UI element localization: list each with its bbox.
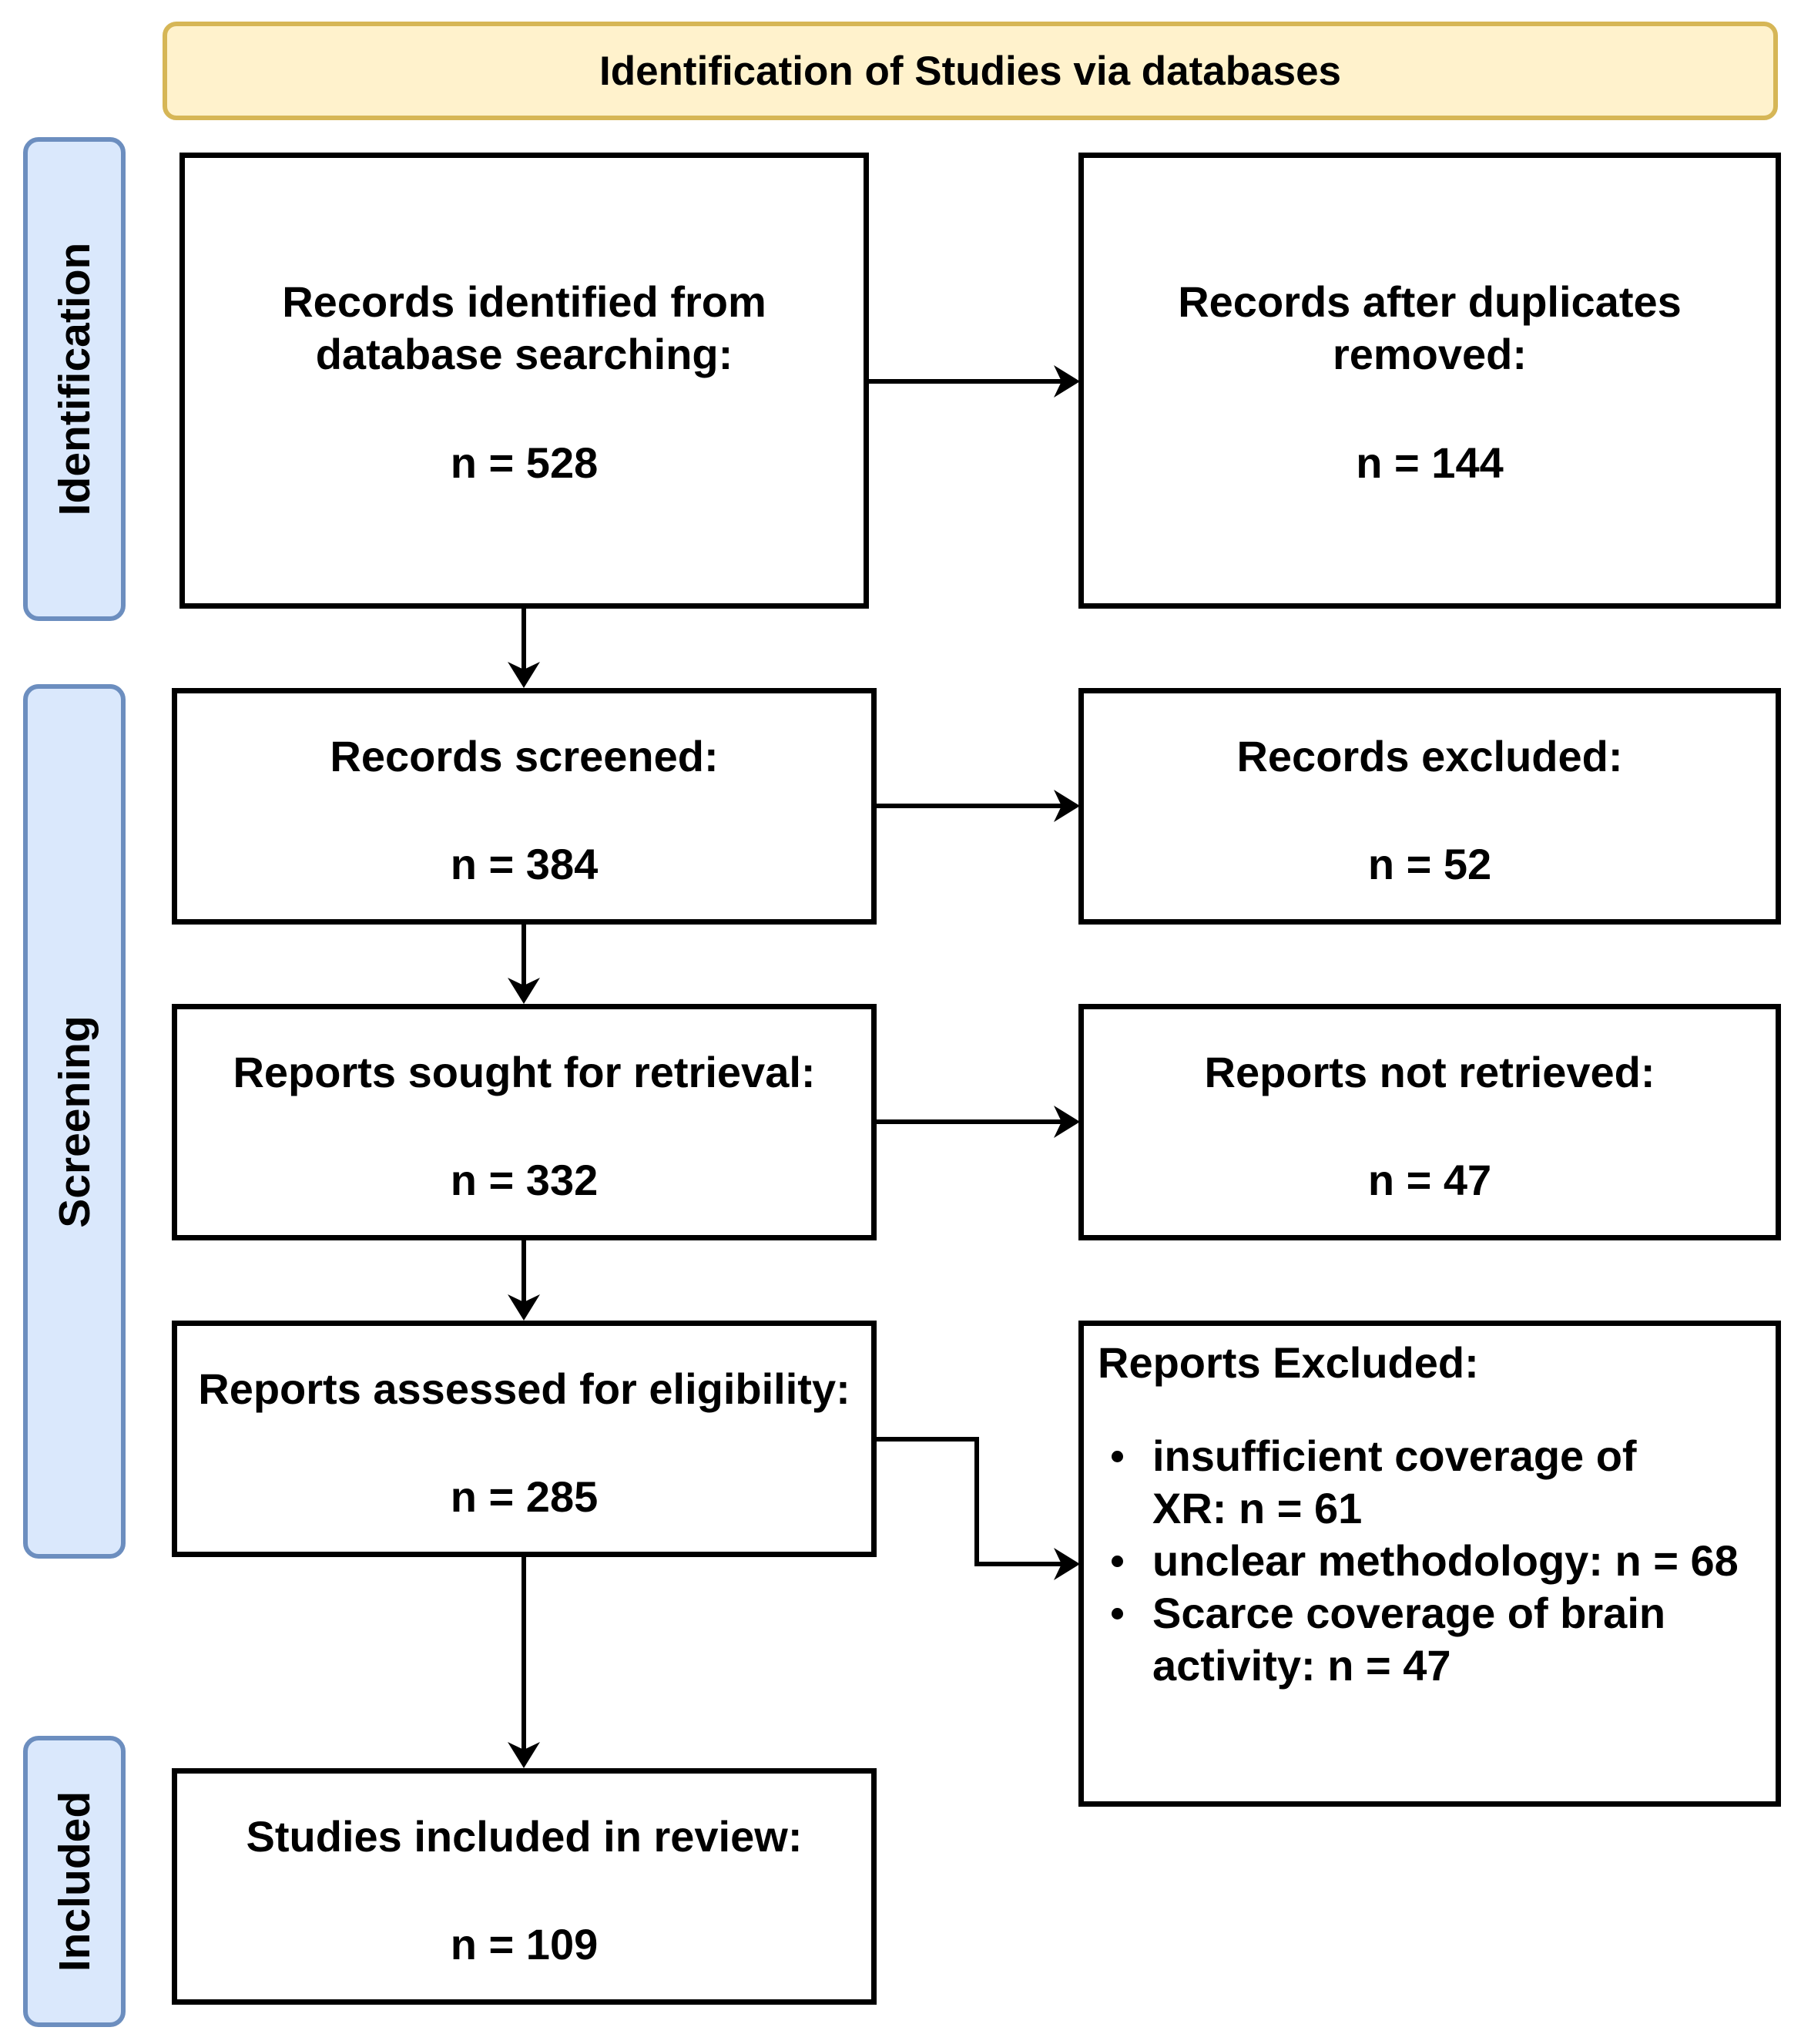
- arrowhead: [1054, 790, 1080, 822]
- records-screened-box: Records screened: n = 384: [172, 688, 877, 925]
- arrowhead: [1054, 365, 1080, 398]
- records-excluded-count: n = 52: [1367, 840, 1492, 888]
- arrowhead: [508, 1742, 540, 1768]
- arrowhead: [1054, 1548, 1080, 1580]
- phase-included: Included: [23, 1736, 126, 2027]
- exclusion-reason-line-2: activity: n = 47: [1152, 1641, 1451, 1690]
- exclusion-reason: insufficient coverage of XR: n = 61: [1112, 1430, 1739, 1535]
- records-after-duplicates-box: Records after duplicates removed: n = 14…: [1078, 153, 1781, 609]
- reports-not-retrieved-label: Reports not retrieved:: [1204, 1048, 1655, 1096]
- exclusion-reason: unclear methodology: n = 68: [1112, 1535, 1739, 1587]
- arrow-assessed-to-reports-excluded: [877, 1437, 1076, 1566]
- bullet-icon: [1112, 1556, 1123, 1567]
- reports-not-retrieved-count: n = 47: [1367, 1156, 1492, 1204]
- reports-sought-box: Reports sought for retrieval: n = 332: [172, 1004, 877, 1240]
- exclusion-reasons-list: insufficient coverage of XR: n = 61 uncl…: [1084, 1430, 1739, 1692]
- exclusion-reason-line-1: insufficient coverage of: [1152, 1431, 1637, 1480]
- records-after-duplicates-label-2: removed:: [1332, 330, 1528, 378]
- arrowhead: [1054, 1106, 1080, 1138]
- arrowhead: [508, 978, 540, 1004]
- exclusion-reason-line-1: unclear methodology: n = 68: [1152, 1536, 1739, 1585]
- arrowhead: [508, 662, 540, 688]
- bullet-icon: [1112, 1608, 1123, 1619]
- records-identified-count: n = 528: [450, 438, 599, 487]
- exclusion-reason-line-1: Scarce coverage of brain: [1152, 1589, 1666, 1637]
- records-excluded-box: Records excluded: n = 52: [1078, 688, 1781, 925]
- records-after-duplicates-count: n = 144: [1356, 438, 1504, 487]
- reports-not-retrieved-box: Reports not retrieved: n = 47: [1078, 1004, 1781, 1240]
- exclusion-reason-line-2: XR: n = 61: [1152, 1484, 1363, 1532]
- records-identified-label-1: Records identified from: [282, 277, 766, 326]
- studies-included-count: n = 109: [450, 1920, 599, 1968]
- exclusion-reason: Scarce coverage of brain activity: n = 4…: [1112, 1587, 1739, 1692]
- records-screened-label: Records screened:: [330, 732, 719, 780]
- studies-included-box: Studies included in review: n = 109: [172, 1768, 877, 2005]
- reports-sought-label: Reports sought for retrieval:: [233, 1048, 816, 1096]
- diagram-header: Identification of Studies via databases: [163, 22, 1778, 120]
- records-excluded-label: Records excluded:: [1236, 732, 1623, 780]
- records-after-duplicates-label-1: Records after duplicates: [1178, 277, 1682, 326]
- records-identified-box: Records identified from database searchi…: [179, 153, 869, 609]
- header-title: Identification of Studies via databases: [599, 48, 1342, 94]
- phase-screening: Screening: [23, 684, 126, 1559]
- reports-excluded-box: Reports Excluded: insufficient coverage …: [1078, 1321, 1781, 1807]
- reports-sought-count: n = 332: [450, 1156, 599, 1204]
- bullet-icon: [1112, 1451, 1123, 1462]
- reports-excluded-label: Reports Excluded:: [1098, 1338, 1479, 1387]
- reports-assessed-label: Reports assessed for eligibility:: [198, 1364, 850, 1413]
- phase-identification: Identification: [23, 137, 126, 621]
- studies-included-label: Studies included in review:: [246, 1812, 803, 1861]
- records-screened-count: n = 384: [450, 840, 599, 888]
- reports-assessed-box: Reports assessed for eligibility: n = 28…: [172, 1321, 877, 1557]
- records-identified-label-2: database searching:: [315, 330, 733, 378]
- arrowhead: [508, 1294, 540, 1321]
- reports-assessed-count: n = 285: [450, 1472, 599, 1521]
